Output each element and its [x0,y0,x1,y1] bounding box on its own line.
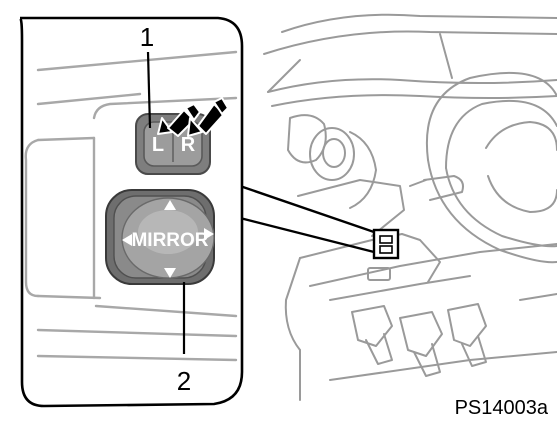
arrow-left-icon [122,234,132,246]
switch-location-marker [372,228,400,260]
arrow-up-icon [164,200,176,210]
callout-1-number: 1 [140,22,154,52]
arrow-right-icon [204,228,214,240]
zoom-leader-lines [239,184,375,254]
mirror-switch-label: MIRROR [131,230,208,251]
figure-code: PS14003a [455,397,549,419]
selector-right-label: R [181,134,196,156]
mirror-adjust-switch[interactable]: MIRROR [105,189,215,285]
callout-2-number: 2 [177,366,191,396]
dashboard-illustration [263,13,557,401]
callout-2: 2 [177,282,191,396]
callout-1: 1 [140,22,154,129]
press-arrow-icon [157,97,229,137]
door-panel-lines [24,50,238,362]
arrow-down-icon [164,268,176,278]
selector-left-label: L [152,134,164,156]
